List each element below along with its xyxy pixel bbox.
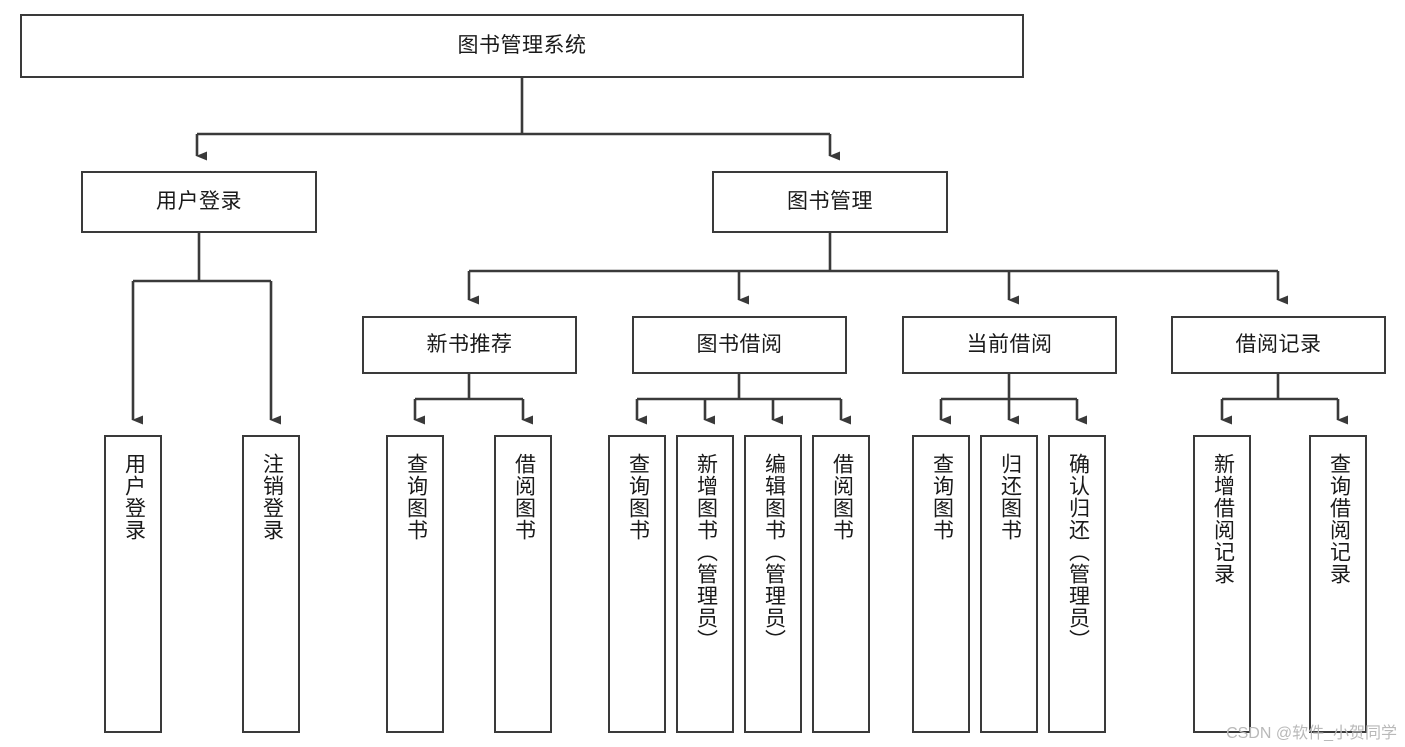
node-label: 新增借阅记录 <box>1211 453 1235 585</box>
node-label: 借阅图书 <box>512 453 536 541</box>
node-current-borrow[interactable]: 当前借阅 <box>902 316 1117 374</box>
leaf-query-borrow-record[interactable]: 查询借阅记录 <box>1309 435 1367 733</box>
leaf-edit-book-admin[interactable]: 编辑图书（管理员） <box>744 435 802 733</box>
leaf-borrow-book[interactable]: 借阅图书 <box>812 435 870 733</box>
leaf-query-book-recommend[interactable]: 查询图书 <box>386 435 444 733</box>
leaf-query-book-borrow[interactable]: 查询图书 <box>608 435 666 733</box>
leaf-borrow-book-recommend[interactable]: 借阅图书 <box>494 435 552 733</box>
leaf-add-borrow-record[interactable]: 新增借阅记录 <box>1193 435 1251 733</box>
edges-root-to-level2 <box>195 78 840 161</box>
node-label: 图书管理系统 <box>457 33 587 57</box>
node-label: 用户登录 <box>122 453 146 541</box>
node-label: 图书借阅 <box>696 332 783 356</box>
leaf-user-login[interactable]: 用户登录 <box>104 435 162 733</box>
node-label: 编辑图书（管理员） <box>762 453 786 651</box>
leaf-add-book-admin[interactable]: 新增图书（管理员） <box>676 435 734 733</box>
edges-borrow-record-to-leaves <box>1220 374 1348 425</box>
node-label: 查询借阅记录 <box>1327 453 1351 585</box>
edges-current-borrow-to-leaves <box>939 374 1087 425</box>
node-label: 注销登录 <box>260 453 284 541</box>
node-label: 图书管理 <box>787 189 873 213</box>
node-label: 查询图书 <box>930 453 954 541</box>
node-label: 归还图书 <box>998 453 1022 541</box>
leaf-logout[interactable]: 注销登录 <box>242 435 300 733</box>
node-label: 借阅图书 <box>830 453 854 541</box>
edges-book-manage-to-level3 <box>467 233 1288 305</box>
node-user-login[interactable]: 用户登录 <box>81 171 317 233</box>
watermark-text: CSDN @软件_小贺同学 <box>1226 725 1397 742</box>
leaf-query-book-current[interactable]: 查询图书 <box>912 435 970 733</box>
node-label: 当前借阅 <box>966 332 1053 356</box>
node-new-book-recommend[interactable]: 新书推荐 <box>362 316 577 374</box>
node-label: 确认归还（管理员） <box>1066 453 1090 651</box>
node-label: 借阅记录 <box>1235 332 1322 356</box>
node-book-borrow[interactable]: 图书借阅 <box>632 316 847 374</box>
edges-new-book-to-leaves <box>413 374 533 425</box>
node-label: 查询图书 <box>404 453 428 541</box>
node-book-management[interactable]: 图书管理 <box>712 171 948 233</box>
node-label: 新增图书（管理员） <box>694 453 718 651</box>
node-label: 新书推荐 <box>426 332 513 356</box>
node-borrow-record[interactable]: 借阅记录 <box>1171 316 1386 374</box>
edges-user-login-to-leaves <box>131 233 281 425</box>
leaf-return-book[interactable]: 归还图书 <box>980 435 1038 733</box>
edges-book-borrow-to-leaves <box>635 374 851 425</box>
leaf-confirm-return-admin[interactable]: 确认归还（管理员） <box>1048 435 1106 733</box>
node-label: 查询图书 <box>626 453 650 541</box>
node-label: 用户登录 <box>156 189 242 213</box>
node-root-system[interactable]: 图书管理系统 <box>20 14 1024 78</box>
